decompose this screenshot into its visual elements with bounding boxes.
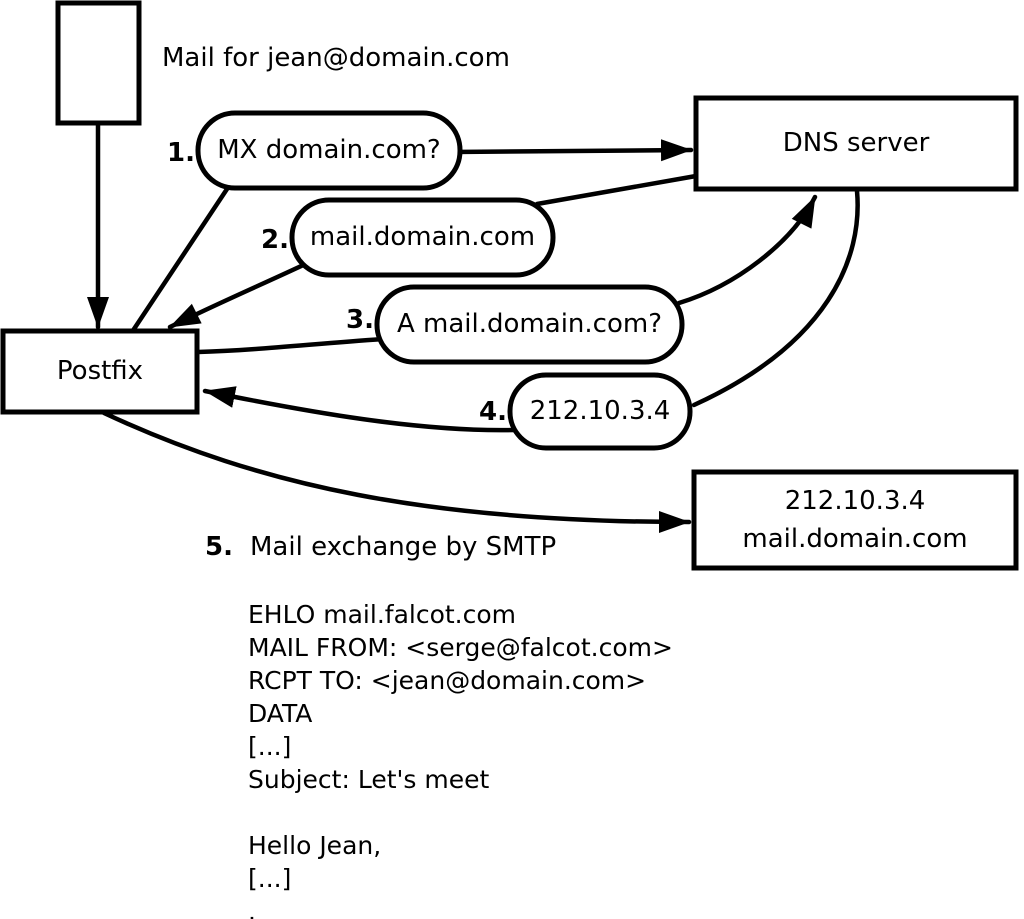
smtp-session-text: EHLO mail.falcot.com MAIL FROM: <serge@f… xyxy=(248,600,673,919)
step-1-number: 1. xyxy=(167,138,195,168)
mail-server-label: 212.10.3.4 mail.domain.com xyxy=(694,472,1016,568)
mail-server-hostname: mail.domain.com xyxy=(742,524,968,554)
step-2-number: 2. xyxy=(261,225,289,255)
mail-note-label: Mail for jean@domain.com xyxy=(162,43,510,73)
step-4-number: 4. xyxy=(479,397,507,427)
step-4-pill-label: 212.10.3.4 xyxy=(529,395,671,426)
edge-step3-pill-to-dns-arrow xyxy=(676,194,818,306)
step-2-pill-label: mail.domain.com xyxy=(309,221,536,252)
step3-query-pill xyxy=(374,284,685,365)
edge-step4-pill-to-postfix-arrow xyxy=(202,386,517,433)
postfix-box xyxy=(0,328,200,415)
step-3-number: 3. xyxy=(346,305,374,335)
envelope-box xyxy=(55,0,142,126)
mail-server-box xyxy=(691,469,1019,571)
dns-server-box xyxy=(693,95,1019,192)
edge-step1-pill-to-dns-arrow xyxy=(449,139,694,162)
mail-server-ip: 212.10.3.4 xyxy=(784,486,926,516)
step4-answer-pill xyxy=(507,372,693,451)
step-5-number: 5. xyxy=(205,532,233,562)
step2-answer-pill xyxy=(289,197,556,278)
edge-step4-dns-to-pill xyxy=(691,188,860,408)
edge-step3-postfix-to-pill xyxy=(195,336,387,355)
step-3-pill-label: A mail.domain.com? xyxy=(397,308,662,339)
dns-server-label: DNS server xyxy=(782,127,930,158)
edge-step2-pill-to-postfix-arrow xyxy=(167,257,317,330)
step-1-pill-label: MX domain.com? xyxy=(217,134,441,165)
edge-step5-smtp-arrow xyxy=(101,410,692,533)
edge-step1-postfix-to-pill xyxy=(129,183,232,335)
postfix-label: Postfix xyxy=(56,355,144,386)
step1-query-pill xyxy=(195,110,463,191)
step-5-caption: Mail exchange by SMTP xyxy=(250,532,557,562)
edge-step2-dns-to-pill xyxy=(534,173,699,207)
